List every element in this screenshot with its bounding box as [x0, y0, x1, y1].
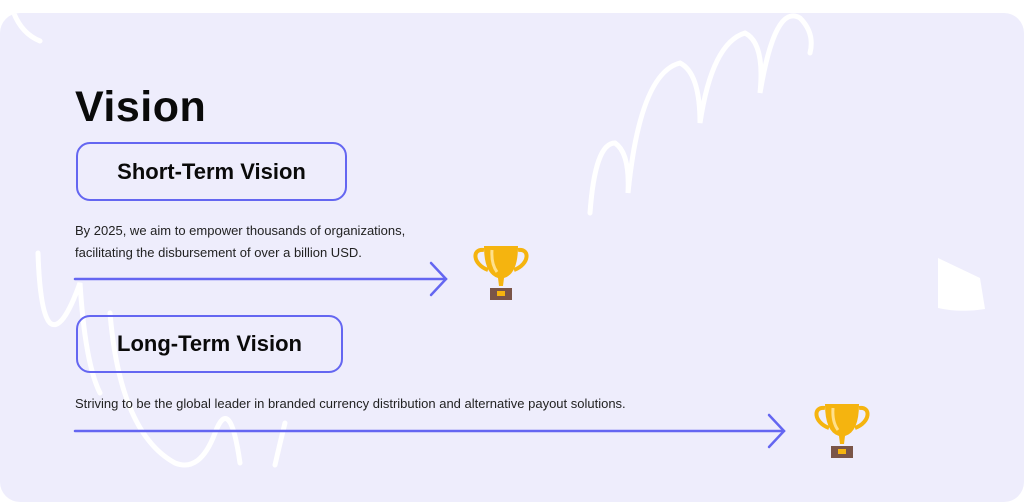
- long-term-vision-text: Striving to be the global leader in bran…: [75, 396, 626, 411]
- decorative-squiggles: [11, 13, 985, 468]
- short-term-vision-heading: Short-Term Vision: [76, 142, 347, 201]
- short-term-line-2: facilitating the disbursement of over a …: [75, 245, 362, 260]
- vision-card: Vision Short-Term Vision By 2025, we aim…: [0, 13, 1024, 502]
- page-title: Vision: [75, 83, 207, 131]
- short-term-vision-label: Short-Term Vision: [117, 158, 306, 184]
- short-term-line-1: By 2025, we aim to empower thousands of …: [75, 223, 406, 238]
- long-term-vision-label: Long-Term Vision: [117, 331, 302, 356]
- long-term-vision-heading: Long-Term Vision: [76, 315, 343, 373]
- short-term-vision-text: By 2025, we aim to empower thousands of …: [75, 220, 405, 264]
- trophy-icon: [473, 246, 529, 300]
- trophy-icon: [814, 404, 870, 458]
